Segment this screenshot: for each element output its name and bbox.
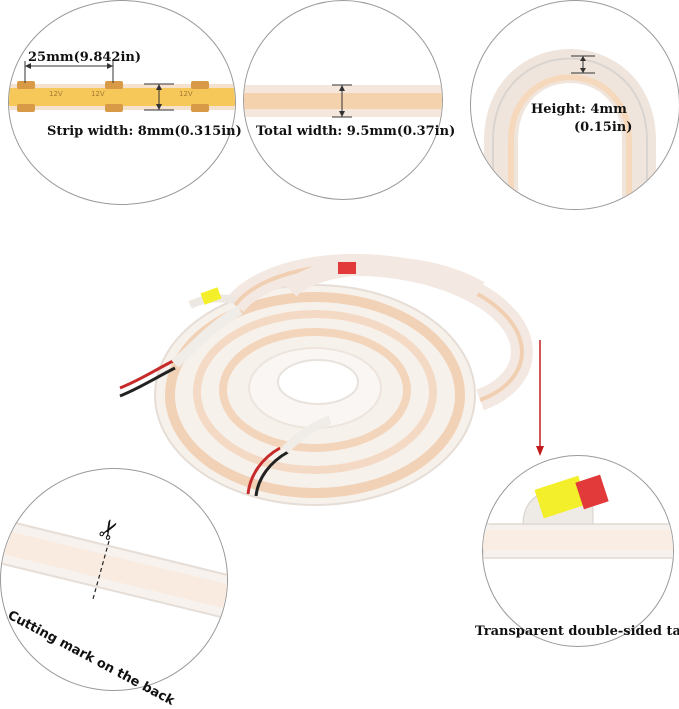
- pitch-label: 25mm(9.842in): [28, 50, 142, 65]
- total-width-label: Total width: 9.5mm(0.37in): [256, 124, 456, 139]
- red-tape-backing: [575, 474, 609, 510]
- total-width-detail-circle: [243, 0, 443, 200]
- tape-label: Transparent double-sided tape: [475, 624, 679, 639]
- yellow-tape-tag: [200, 287, 222, 305]
- red-tape-tag: [338, 262, 356, 274]
- height-illustration: [484, 49, 656, 209]
- strip-mark-2: 12V: [91, 90, 105, 98]
- strip-width-label: Strip width: 8mm(0.315in): [47, 124, 242, 139]
- strip-mark-3: 12V: [179, 90, 193, 98]
- led-strip-reel-image: [119, 253, 544, 506]
- tape-illustration: [483, 474, 673, 559]
- strip-illustration: [9, 61, 235, 112]
- cutting-mark-detail-circle: ✂: [0, 468, 228, 691]
- red-wire: [119, 358, 176, 390]
- total-width-illustration: [244, 84, 442, 118]
- cutting-illustration: [1, 518, 227, 620]
- cob-strip: [9, 88, 235, 106]
- yellow-tape-backing: [534, 475, 588, 519]
- strip-mark-1: 12V: [49, 90, 63, 98]
- strip-width-detail-circle: 12V 12V 12V: [8, 0, 236, 205]
- black-wire: [119, 366, 176, 398]
- height-detail-circle: [470, 0, 679, 210]
- tape-detail-circle: [482, 455, 674, 647]
- height-label-inches: (0.15in): [574, 120, 633, 135]
- height-label: Height: 4mm: [531, 102, 627, 117]
- cob-strip-diffused: [244, 93, 442, 109]
